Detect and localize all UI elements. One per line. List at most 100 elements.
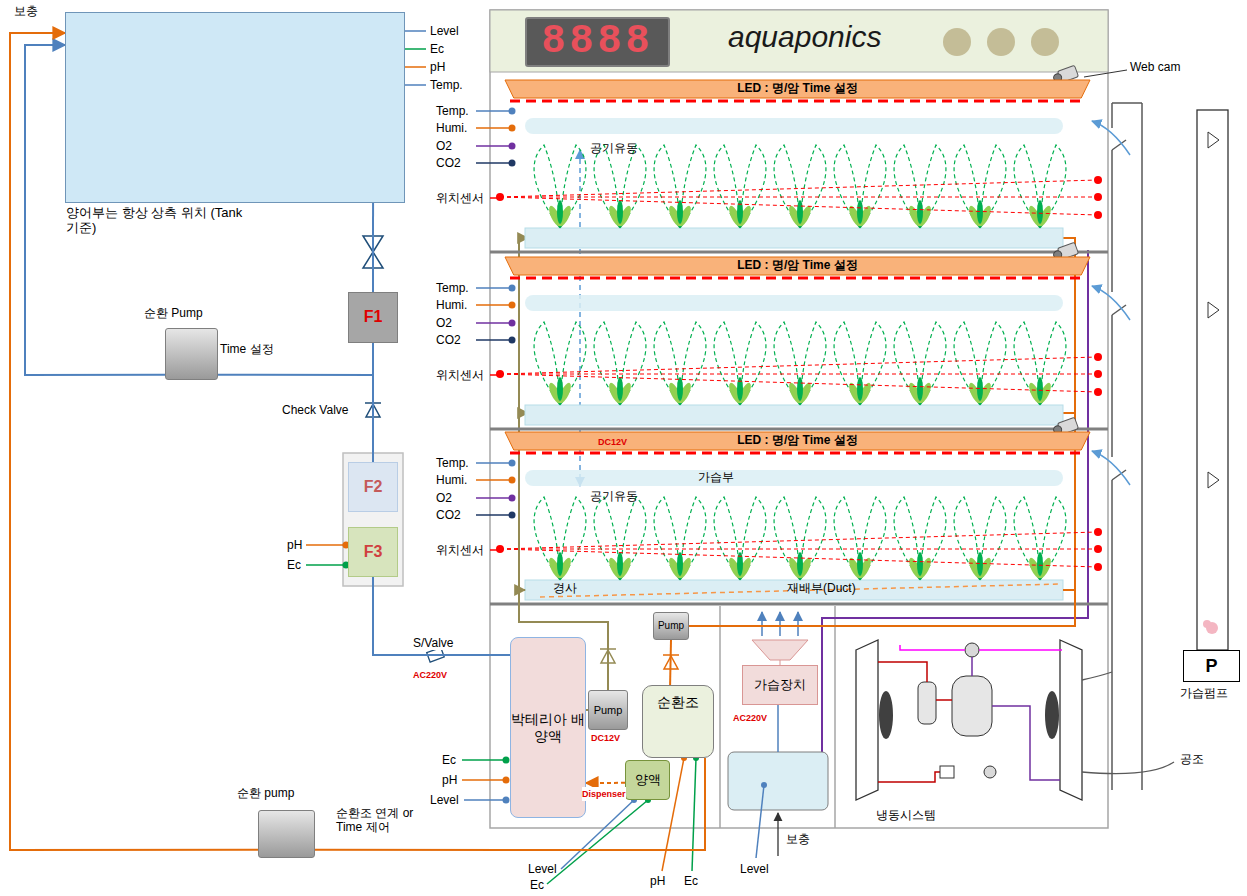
sensor-label: pH bbox=[430, 60, 445, 74]
filter-group-box bbox=[343, 453, 403, 586]
pipe-connector bbox=[373, 577, 510, 655]
bacteria-sensor-leaders bbox=[503, 757, 510, 764]
sensor-label: O2 bbox=[436, 491, 452, 505]
plant bbox=[1037, 200, 1043, 224]
node-text: F1 bbox=[364, 308, 383, 326]
bacteria-tank: 박테리아 배양액 bbox=[510, 637, 586, 818]
grow-tier bbox=[476, 479, 510, 481]
grow-tier bbox=[510, 452, 1085, 455]
plant bbox=[917, 377, 923, 401]
f3-sensor-leaders bbox=[306, 564, 346, 566]
grow-tier bbox=[476, 110, 510, 112]
grow-tier bbox=[1094, 563, 1102, 571]
grow-tier bbox=[500, 197, 1098, 198]
plant bbox=[774, 322, 826, 405]
part-label: 가습부 bbox=[698, 470, 734, 484]
grow-tier bbox=[509, 108, 516, 115]
plant bbox=[1014, 497, 1066, 580]
node-caption: Time 설정 bbox=[220, 343, 274, 357]
grow-tier bbox=[490, 374, 497, 376]
grow-tier bbox=[509, 125, 516, 132]
pipe-connector bbox=[372, 203, 374, 292]
sensor-label: CO2 bbox=[436, 156, 461, 170]
grow-tier bbox=[525, 405, 1063, 425]
pump-symbol: PumpDC12V bbox=[588, 690, 628, 730]
plant bbox=[894, 145, 946, 228]
led-bar: LED : 명/암 Time 설정 bbox=[505, 80, 1090, 98]
air-duct bbox=[1082, 672, 1112, 680]
pump-symbol: 순환 PumpTime 설정 bbox=[165, 328, 218, 380]
air-duct bbox=[1082, 762, 1174, 774]
plant bbox=[594, 497, 646, 580]
cabinet-frame bbox=[490, 10, 1108, 828]
part-label: Web cam bbox=[1130, 60, 1180, 74]
humidifier bbox=[756, 785, 764, 858]
plant bbox=[977, 552, 983, 576]
plant bbox=[654, 497, 706, 580]
led-bar: LED : 명/암 Time 설정 bbox=[505, 432, 1090, 450]
plant bbox=[714, 497, 766, 580]
node-caption: 양어부는 항상 상측 위치 (Tank 기준) bbox=[66, 206, 256, 236]
humidifier bbox=[761, 612, 763, 636]
sensor-label: 위치센서 bbox=[436, 543, 484, 557]
header-panel: aquaponics8888 bbox=[490, 10, 1108, 72]
air-duct bbox=[1111, 103, 1113, 128]
node-text: Pump bbox=[594, 704, 623, 717]
node-text: 양액 bbox=[635, 773, 661, 788]
plant bbox=[654, 322, 706, 405]
refrigeration-unit bbox=[918, 682, 936, 724]
grow-tier bbox=[500, 180, 1098, 197]
grow-tier bbox=[510, 277, 1085, 280]
grow-tier bbox=[510, 100, 1085, 103]
grow-tier bbox=[476, 65, 1108, 252]
f3-sensor-leaders bbox=[306, 544, 346, 546]
grow-tier bbox=[509, 320, 516, 327]
sensor-label: O2 bbox=[436, 139, 452, 153]
segment-display: 8888 bbox=[525, 17, 670, 67]
node-caption: DC12V bbox=[591, 733, 620, 743]
sensor-label: Level bbox=[430, 24, 459, 38]
fish-tank: 양어부는 항상 상측 위치 (Tank 기준) bbox=[65, 12, 405, 203]
sensor-label: 위치센서 bbox=[436, 191, 484, 205]
refrigeration-unit bbox=[940, 766, 954, 778]
cabinet-frame bbox=[1031, 28, 1059, 56]
circulation-tank: 순환조 bbox=[642, 685, 714, 758]
air-duct bbox=[1092, 286, 1130, 320]
bottom-sensor-leaders bbox=[692, 758, 696, 871]
grow-tier bbox=[509, 495, 516, 502]
node-caption: 순환 pump bbox=[237, 787, 294, 801]
grow-tier bbox=[509, 285, 516, 292]
grow-tier bbox=[500, 374, 1098, 392]
grow-tier bbox=[509, 302, 516, 309]
sensor-label: Temp. bbox=[436, 456, 469, 470]
voltage-label: DC12V bbox=[598, 435, 627, 449]
sensor-label: pH bbox=[442, 773, 457, 787]
grow-tier bbox=[1094, 193, 1102, 201]
pipe-connector bbox=[586, 782, 625, 784]
humidifier-box: 가습장치 bbox=[742, 665, 818, 705]
air-duct bbox=[1111, 480, 1113, 790]
filter-group-box bbox=[343, 453, 403, 586]
filter-box: F2 bbox=[348, 462, 398, 512]
air-duct bbox=[1112, 102, 1142, 104]
node-text: F3 bbox=[364, 543, 383, 561]
plant bbox=[654, 145, 706, 228]
node-text: P bbox=[1205, 656, 1217, 677]
air-duct bbox=[1082, 103, 1174, 790]
grow-tier bbox=[1094, 211, 1102, 219]
sensor-label: pH bbox=[287, 538, 302, 552]
cabinet-frame bbox=[719, 606, 721, 828]
plant bbox=[1037, 377, 1043, 401]
plant bbox=[534, 145, 586, 228]
humidifier bbox=[777, 705, 779, 752]
grow-tier bbox=[509, 337, 516, 344]
node-text: LED : 명/암 Time 설정 bbox=[737, 82, 857, 96]
grow-tier bbox=[500, 357, 1098, 374]
refrigeration-unit bbox=[952, 676, 992, 736]
plant bbox=[857, 200, 863, 224]
sensor-label: Humi. bbox=[436, 298, 467, 312]
plant bbox=[617, 200, 623, 224]
plant bbox=[677, 552, 683, 576]
led-shape bbox=[505, 257, 1090, 275]
plant bbox=[534, 497, 586, 580]
